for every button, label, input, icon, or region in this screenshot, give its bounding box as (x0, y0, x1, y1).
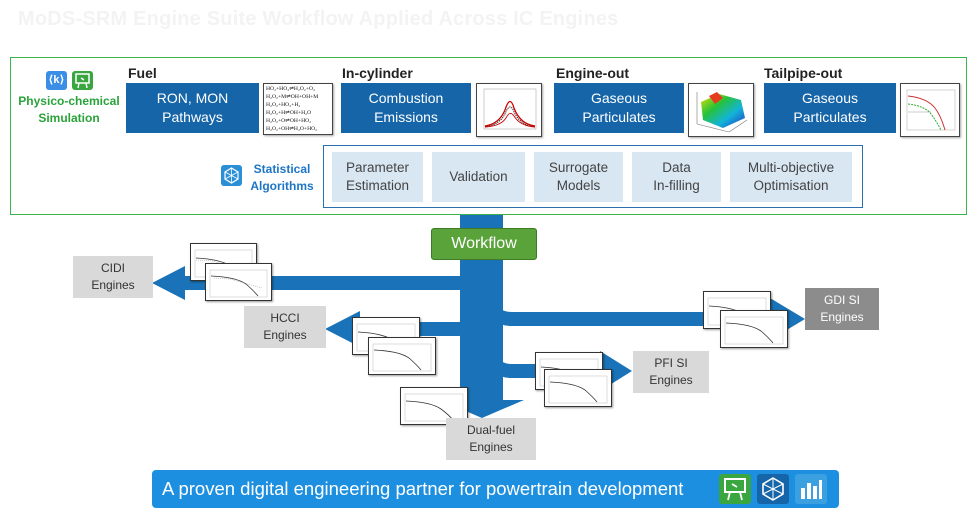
engine-gdi-line2: Engines (820, 310, 864, 324)
engine-out-box-line2: Particulates (582, 109, 656, 125)
engine-pfi-line2: Engines (649, 373, 693, 387)
algo-surrogate-models: Surrogate Models (534, 152, 623, 202)
fuel-box: RON, MON Pathways (126, 83, 259, 133)
in-cylinder-box-line1: Combustion (368, 90, 444, 107)
algo-3-line1: Surrogate (548, 159, 609, 175)
engine-gdi-si: GDI SI Engines (805, 288, 879, 330)
in-cylinder-box: Combustion Emissions (341, 83, 471, 133)
algo-1-line1: Parameter (345, 159, 410, 175)
engine-cidi: CIDI Engines (73, 256, 153, 298)
reaction-3: H₂O₂+HO₂+H₂ (266, 102, 301, 108)
workflow-label: Workflow (431, 228, 537, 260)
physico-model-icon (72, 71, 93, 90)
heading-fuel: Fuel (128, 65, 157, 81)
statistics-icon (757, 474, 789, 504)
reaction-4: H₂O₂+H⇌OH+H₂O (266, 110, 312, 116)
fuel-box-line2: Pathways (162, 109, 223, 125)
in-cylinder-box-line2: Emissions (374, 109, 438, 125)
engine-out-box: Gaseous Particulates (554, 83, 684, 133)
kinetics-icon: ⟨k⟩ (46, 71, 67, 90)
hcci-plot-2 (368, 337, 436, 375)
gdi-plot-2 (720, 310, 788, 348)
algo-validation: Validation (432, 152, 525, 202)
statistics-icon (221, 165, 242, 186)
reaction-6: H₂O₂+OH⇌H₂O+HO₂ (266, 126, 318, 132)
cidi-plot-2 (205, 263, 272, 301)
engine-hcci: HCCI Engines (244, 306, 326, 348)
pfi-plot-2 (544, 369, 612, 407)
engine-pfi-si: PFI SI Engines (633, 351, 709, 393)
heading-in-cylinder: In-cylinder (342, 65, 413, 81)
algo-2-line1: Validation (449, 168, 508, 184)
algo-parameter-estimation: Parameter Estimation (332, 152, 423, 202)
reaction-2: H₂O₂+M⇌OH+OH+M (266, 94, 319, 100)
physico-line2: Simulation (38, 111, 100, 126)
engine-dual-line2: Engines (469, 440, 513, 454)
reaction-1: HO₂+HO₂⇌H₂O₂+O₂ (266, 86, 316, 92)
surface-plot-thumbnail (688, 83, 754, 137)
algo-4-line1: Data (662, 159, 691, 175)
physico-model-icon (719, 474, 751, 504)
algo-data-in-filling: Data In-filling (632, 152, 721, 202)
statistical-line2: Algorithms (250, 178, 314, 193)
tagline-text: A proven digital engineering partner for… (162, 478, 684, 499)
algo-multi-objective: Multi-objective Optimisation (730, 152, 852, 202)
algo-3-line2: Models (556, 178, 601, 193)
engine-cidi-line1: CIDI (101, 260, 125, 275)
fuel-box-line1: RON, MON (156, 90, 229, 107)
simulation-frame (10, 57, 967, 215)
algorithms-frame (323, 145, 863, 208)
engine-gdi-line1: GDI SI (823, 292, 860, 307)
engine-dual-line1: Dual-fuel (466, 422, 516, 437)
engine-hcci-line1: HCCI (270, 310, 300, 325)
page-title: MoDS-SRM Engine Suite Workflow Applied A… (18, 8, 619, 30)
tailpipe-out-box: Gaseous Particulates (764, 83, 896, 133)
engine-cidi-line2: Engines (91, 278, 135, 292)
reaction-list-thumbnail: HO₂+HO₂⇌H₂O₂+O₂ H₂O₂+M⇌OH+OH+M H₂O₂+HO₂+… (263, 83, 333, 135)
tailpipe-out-box-line1: Gaseous (801, 90, 859, 107)
engine-hcci-line2: Engines (263, 328, 307, 342)
heading-tailpipe-out: Tailpipe-out (764, 65, 843, 81)
algo-5-line2: Optimisation (753, 178, 829, 193)
tailpipe-curve-thumbnail (900, 83, 960, 137)
reaction-5: H₂O₂+O⇌OH+HO₂ (266, 118, 312, 124)
engine-dual-fuel: Dual-fuel Engines (446, 418, 536, 460)
chart-icon (795, 474, 827, 504)
tailpipe-out-box-line2: Particulates (793, 109, 867, 125)
pressure-curve-thumbnail (476, 83, 542, 137)
algo-4-line2: In-filling (653, 178, 700, 193)
physico-label: Physico-chemical Simulation (16, 93, 122, 128)
engine-out-box-line1: Gaseous (590, 90, 648, 107)
engine-pfi-line1: PFI SI (654, 355, 688, 370)
statistical-label: Statistical Algorithms (246, 161, 318, 195)
algo-1-line2: Estimation (345, 178, 410, 193)
physico-line1: Physico-chemical (18, 94, 120, 108)
heading-engine-out: Engine-out (556, 65, 630, 81)
statistical-line1: Statistical (253, 162, 311, 176)
algo-5-line1: Multi-objective (747, 159, 835, 175)
kinetics-icon-label: ⟨k⟩ (48, 74, 65, 86)
